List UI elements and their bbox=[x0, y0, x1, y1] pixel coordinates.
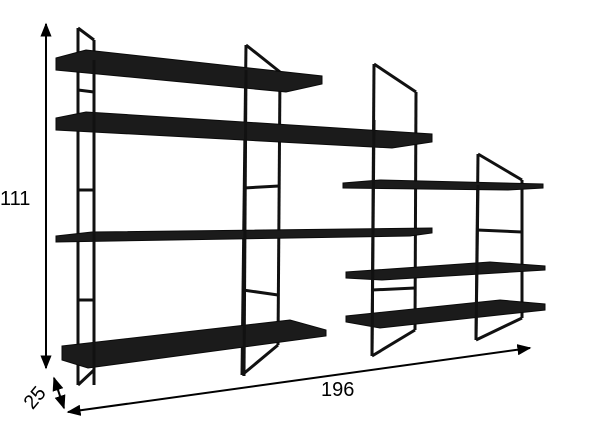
rung bbox=[242, 288, 279, 297]
shelf-left-bottom bbox=[61, 319, 327, 369]
width-label: 196 bbox=[321, 379, 355, 401]
width-dimension-line bbox=[66, 344, 532, 416]
shelf-right-middle bbox=[345, 261, 546, 281]
rung bbox=[241, 343, 279, 377]
rung bbox=[77, 26, 95, 42]
depth-dimension-line bbox=[52, 376, 66, 410]
shelf-long-upper bbox=[55, 111, 433, 149]
shelf-left-top bbox=[55, 49, 323, 93]
shelf-right-upper bbox=[342, 179, 544, 191]
front-brackets bbox=[92, 60, 480, 385]
upright-front-overlay bbox=[474, 184, 480, 341]
rung bbox=[76, 368, 96, 387]
height-label: 111 bbox=[0, 188, 31, 210]
rung bbox=[243, 184, 280, 190]
rung bbox=[477, 152, 523, 182]
rung bbox=[475, 316, 523, 342]
rung bbox=[245, 43, 281, 74]
upright-middle-b bbox=[413, 91, 418, 331]
shelves bbox=[55, 49, 546, 369]
rung bbox=[476, 228, 523, 234]
upright-front-overlay bbox=[242, 69, 248, 377]
shelf-right-bottom bbox=[345, 299, 546, 329]
upright-front-overlay bbox=[370, 119, 376, 357]
rung bbox=[373, 62, 417, 94]
upright-left-unit-right-b bbox=[276, 71, 282, 346]
rung bbox=[77, 88, 95, 94]
dimension-lines bbox=[40, 22, 532, 416]
rung bbox=[371, 286, 416, 292]
rung bbox=[371, 328, 416, 358]
